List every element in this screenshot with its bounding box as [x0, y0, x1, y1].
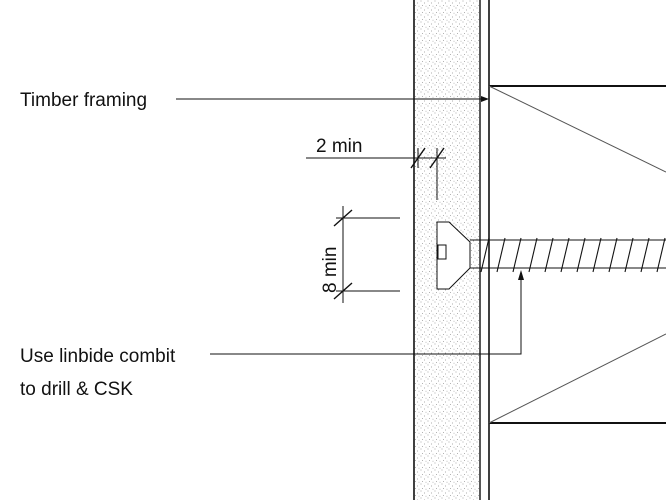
timber-framing-section	[488, 85, 666, 424]
dimension-8min	[333, 206, 400, 303]
drill-leader	[210, 270, 524, 355]
drill-label-line2: to drill & CSK	[20, 379, 133, 400]
dimension-2min	[306, 147, 446, 200]
dimension-8min-label: 8 min	[320, 247, 341, 293]
dimension-2min-label: 2 min	[316, 136, 362, 157]
screw	[436, 221, 666, 290]
screw-threads	[480, 237, 666, 273]
timber-framing-label: Timber framing	[20, 90, 147, 111]
drill-label-line1: Use linbide combit	[20, 346, 176, 367]
timber-framing-leader	[176, 96, 489, 102]
